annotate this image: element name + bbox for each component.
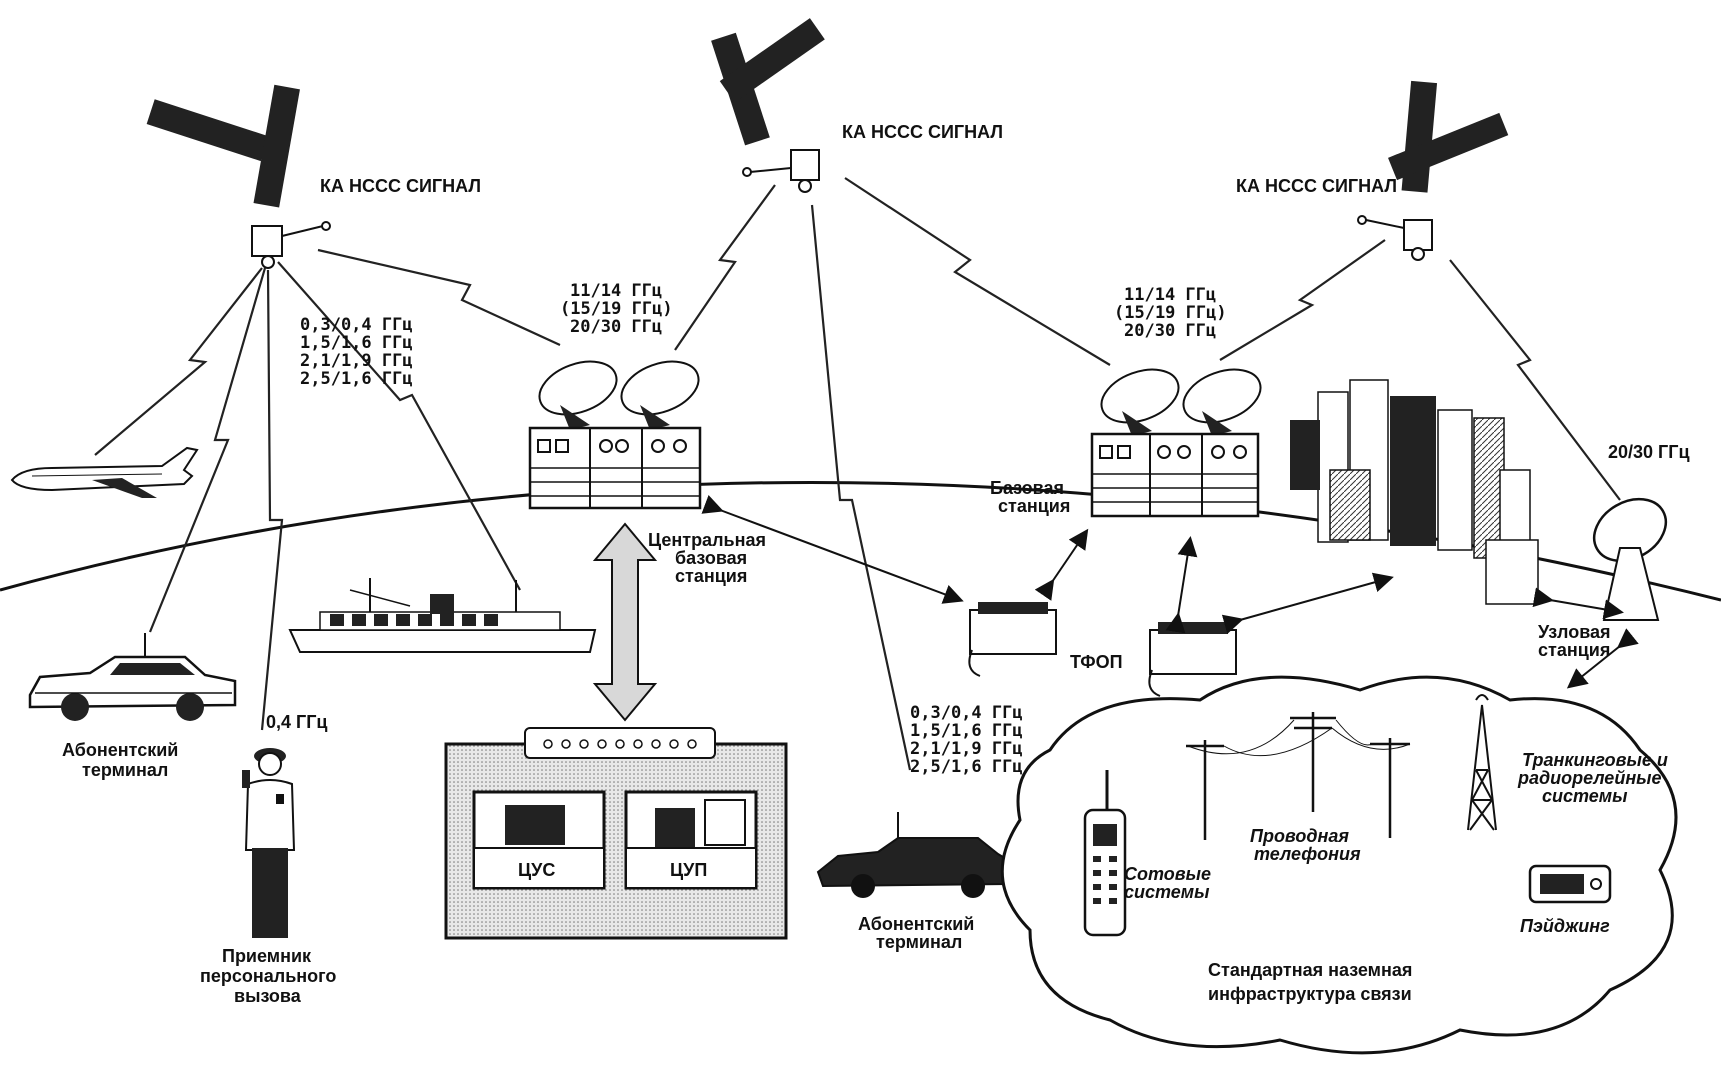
double-arrow	[592, 522, 658, 722]
label-line: станция	[1538, 640, 1610, 660]
freq-line: (15/19 ГГц)	[560, 299, 673, 319]
satellite-left	[146, 84, 331, 269]
label-line: Абонентский	[62, 740, 178, 760]
cup-label: ЦУП	[670, 860, 707, 880]
freq-line: 2,1/1,9 ГГц	[300, 351, 413, 371]
label-line: Узловая	[1538, 622, 1611, 642]
freq-line: 0,3/0,4 ГГц	[300, 315, 413, 335]
freq-line: 2,5/1,6 ГГц	[300, 369, 413, 389]
node-station-dish	[1592, 497, 1668, 621]
wired-label: Проводная телефония	[1250, 826, 1361, 864]
subscriber-center-label: Абонентский терминал	[858, 914, 974, 952]
freq-pager: 0,4 ГГц	[266, 712, 328, 732]
cell-phone-icon	[1083, 770, 1127, 937]
utility-poles-icon	[1186, 712, 1411, 840]
radio-tower-icon	[1467, 694, 1497, 831]
freq-line: (15/19 ГГц)	[1114, 303, 1227, 323]
freq-line: 1,5/1,6 ГГц	[300, 333, 413, 353]
freq-line: 2,5/1,6 ГГц	[910, 757, 1023, 777]
label-line: терминал	[876, 932, 962, 952]
cellular-label: Сотовые системы	[1124, 864, 1211, 902]
label-line: Базовая	[990, 478, 1064, 498]
label-line: персонального	[200, 966, 336, 986]
label-line: вызова	[234, 986, 302, 1006]
satellite-center	[711, 18, 825, 193]
freq-line: 2,1/1,9 ГГц	[910, 739, 1023, 759]
satellite-right-label: КА НССС СИГНАЛ	[1236, 176, 1397, 196]
label-line: Стандартная наземная	[1208, 960, 1412, 980]
label-line: станция	[675, 566, 747, 586]
central-base-station	[528, 360, 702, 510]
label-line: станция	[998, 496, 1070, 516]
subscriber-left-label: Абонентский терминал	[62, 740, 178, 780]
label-line: Транкинговые и	[1522, 750, 1668, 770]
pager-receiver-label: Приемник персонального вызова	[200, 946, 336, 1006]
satellite-left-label: КА НССС СИГНАЛ	[320, 176, 481, 196]
freq-center-low: 0,3/0,4 ГГц 1,5/1,6 ГГц 2,1/1,9 ГГц 2,5/…	[910, 703, 1023, 777]
label-line: системы	[1542, 786, 1628, 806]
label-line: системы	[1124, 882, 1210, 902]
person-icon	[242, 748, 296, 938]
trunking-label: Транкинговые и радиорелейные системы	[1517, 750, 1668, 806]
connector-arrows	[701, 495, 1639, 689]
label-line: терминал	[82, 760, 168, 780]
label-line: Приемник	[222, 946, 312, 966]
infrastructure-cloud	[1000, 675, 1678, 1055]
node-station-label: Узловая станция	[1538, 622, 1611, 660]
satellite-right	[1357, 80, 1509, 261]
label-line: телефония	[1254, 844, 1361, 864]
freq-line: 11/14 ГГц	[1124, 285, 1216, 305]
satellite-center-label: КА НССС СИГНАЛ	[842, 122, 1003, 142]
central-station-label: Центральная базовая станция	[648, 530, 766, 586]
freq-line: 11/14 ГГц	[570, 281, 662, 301]
label-line: инфраструктура связи	[1208, 984, 1412, 1004]
label-line: базовая	[675, 548, 747, 568]
car-center-icon	[816, 812, 1009, 898]
phone-icon	[968, 602, 1057, 677]
freq-center-feeder: 11/14 ГГц (15/19 ГГц) 20/30 ГГц	[560, 281, 673, 337]
freq-node-link: 20/30 ГГц	[1608, 442, 1690, 462]
freq-left-low: 0,3/0,4 ГГц 1,5/1,6 ГГц 2,1/1,9 ГГц 2,5/…	[300, 315, 413, 389]
airplane-icon	[10, 446, 199, 498]
label-line: Проводная	[1250, 826, 1349, 846]
city-icon	[1290, 379, 1539, 605]
freq-right-feeder: 11/14 ГГц (15/19 ГГц) 20/30 ГГц	[1114, 285, 1227, 341]
cus-label: ЦУС	[518, 860, 555, 880]
paging-label: Пэйджинг	[1520, 916, 1610, 936]
ship-icon	[288, 578, 597, 653]
label-line: Сотовые	[1124, 864, 1211, 884]
freq-line: 20/30 ГГц	[1124, 321, 1216, 341]
phone-icon	[1148, 622, 1237, 697]
base-station-label: Базовая станция	[990, 478, 1070, 516]
control-center	[444, 727, 788, 940]
freq-line: 1,5/1,6 ГГц	[910, 721, 1023, 741]
freq-line: 20/30 ГГц	[570, 317, 662, 337]
freq-line: 0,3/0,4 ГГц	[910, 703, 1023, 723]
label-line: Центральная	[648, 530, 766, 550]
car-left-icon	[28, 633, 237, 721]
pstn-label: ТФОП	[1070, 652, 1123, 672]
infrastructure-label: Стандартная наземная инфраструктура связ…	[1208, 960, 1412, 1004]
label-line: радиорелейные	[1517, 768, 1662, 788]
base-station-right	[1090, 368, 1262, 518]
pager-icon	[1528, 864, 1612, 904]
label-line: Абонентский	[858, 914, 974, 934]
